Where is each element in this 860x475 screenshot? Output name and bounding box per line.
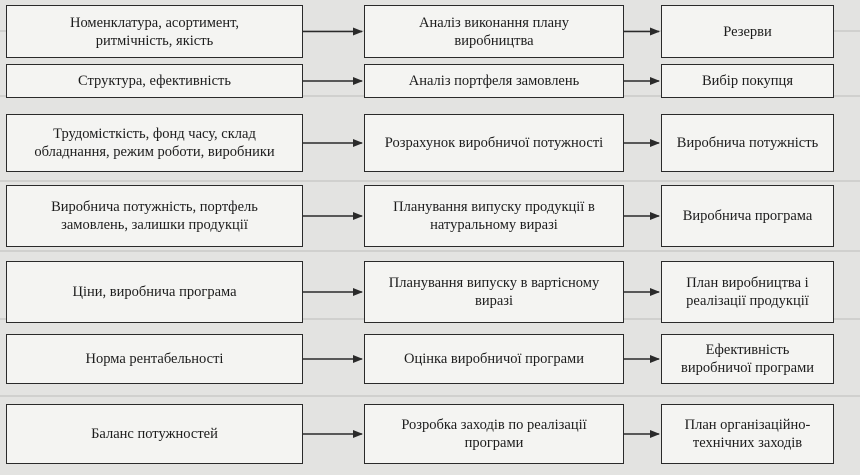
- input-box-2: Структура, ефективність: [6, 64, 303, 98]
- background-text-line: [0, 250, 860, 252]
- input-box-1: Номенклатура, асортимент, ритмічність, я…: [6, 5, 303, 58]
- input-box-4: Виробнича потужність, портфель замовлень…: [6, 185, 303, 247]
- output-box-5: План виробництва і реалізації продукції: [661, 261, 834, 323]
- process-box-6: Оцінка виробничої програми: [364, 334, 624, 384]
- background-text-line: [0, 395, 860, 397]
- process-box-7: Розробка заходів по реалізації програми: [364, 404, 624, 464]
- process-box-4: Планування випуску продукції в натуральн…: [364, 185, 624, 247]
- process-box-5: Планування випуску в вартісному виразі: [364, 261, 624, 323]
- background-text-line: [0, 180, 860, 182]
- output-box-2: Вибір покупця: [661, 64, 834, 98]
- process-box-2: Аналіз портфеля замовлень: [364, 64, 624, 98]
- output-box-6: Ефективність виробничої програми: [661, 334, 834, 384]
- output-box-3: Виробнича потужність: [661, 114, 834, 172]
- process-box-1: Аналіз виконання плану виробництва: [364, 5, 624, 58]
- input-box-6: Норма рентабельності: [6, 334, 303, 384]
- input-box-5: Ціни, виробнича програма: [6, 261, 303, 323]
- process-box-3: Розрахунок виробничої потужності: [364, 114, 624, 172]
- output-box-4: Виробнича програма: [661, 185, 834, 247]
- input-box-7: Баланс потужностей: [6, 404, 303, 464]
- output-box-1: Резерви: [661, 5, 834, 58]
- output-box-7: План організаційно- технічних заходів: [661, 404, 834, 464]
- input-box-3: Трудомісткість, фонд часу, склад обладна…: [6, 114, 303, 172]
